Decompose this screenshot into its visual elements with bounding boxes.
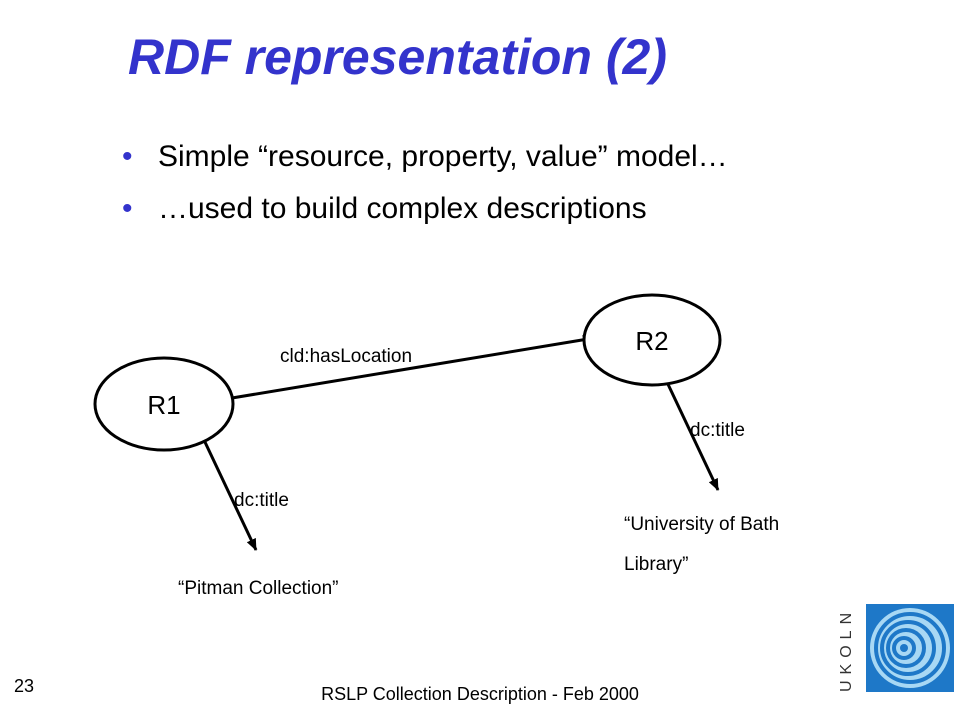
edge-label-r2-title: dc:title — [690, 420, 745, 441]
slide-footer: RSLP Collection Description - Feb 2000 — [321, 684, 639, 704]
edge-has-location-arrow — [231, 334, 595, 400]
bullet-item: • Simple “resource, property, value” mod… — [122, 138, 822, 176]
bullet-text: …used to build complex descriptions — [158, 192, 647, 225]
edge-label-r1-title: dc:title — [234, 490, 289, 511]
edge-r2-title-arrow — [664, 379, 720, 491]
node-r1-label: R1 — [147, 390, 180, 420]
node-r1 — [93, 356, 235, 452]
value-university-of-bath-line1: “University of Bath — [624, 514, 779, 535]
ukoln-logo-text: UKOLN — [838, 606, 855, 692]
bullet-item: • …used to build complex descriptions — [122, 190, 822, 228]
bullet-dot-icon: • — [122, 140, 133, 173]
bullet-text: Simple “resource, property, value” model… — [158, 140, 728, 173]
bullet-dot-icon: • — [122, 192, 133, 225]
slide-title: RDF representation (2) — [128, 29, 667, 85]
node-r2 — [582, 293, 722, 387]
ukoln-logo-icon — [866, 604, 954, 692]
node-r2-label: R2 — [635, 326, 668, 356]
value-pitman-collection: “Pitman Collection” — [178, 578, 339, 599]
edge-label-has-location: cld:hasLocation — [280, 346, 412, 367]
bullet-list: • Simple “resource, property, value” mod… — [122, 138, 822, 242]
edge-r1-title-arrow — [202, 439, 258, 551]
value-university-of-bath-line2: Library” — [624, 554, 688, 575]
slide-number: 23 — [14, 676, 35, 696]
